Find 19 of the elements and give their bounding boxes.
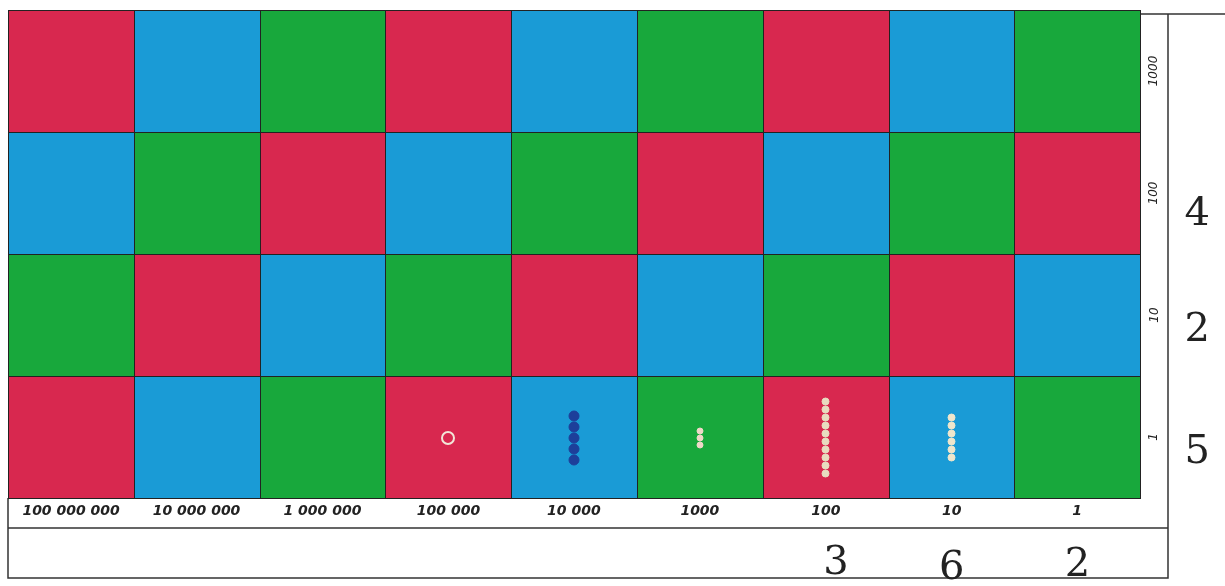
column-value-label: 100 000 <box>416 502 481 518</box>
digit: 3 <box>823 537 849 583</box>
column-value-label: 10 000 000 <box>152 502 241 518</box>
row-value-label: 100 <box>1145 181 1160 205</box>
digit: 5 <box>1184 426 1210 473</box>
digit: 2 <box>1064 539 1091 585</box>
column-value-label: 1000 <box>680 502 720 518</box>
column-value-label: 10 <box>942 502 962 518</box>
row-value-label: 1000 <box>1145 55 1160 87</box>
column-value-label: 1 <box>1072 502 1083 518</box>
column-value-label: 100 000 000 <box>22 502 120 518</box>
digit: 4 <box>1184 188 1210 235</box>
digit: 2 <box>1184 304 1210 351</box>
column-value-label: 10 000 <box>547 502 601 518</box>
row-value-label: 10 <box>1146 307 1161 323</box>
digit: 6 <box>939 542 965 586</box>
row-value-label: 1 <box>1145 433 1160 441</box>
column-value-label: 1 000 000 <box>283 502 362 518</box>
column-value-label: 100 <box>811 502 841 518</box>
